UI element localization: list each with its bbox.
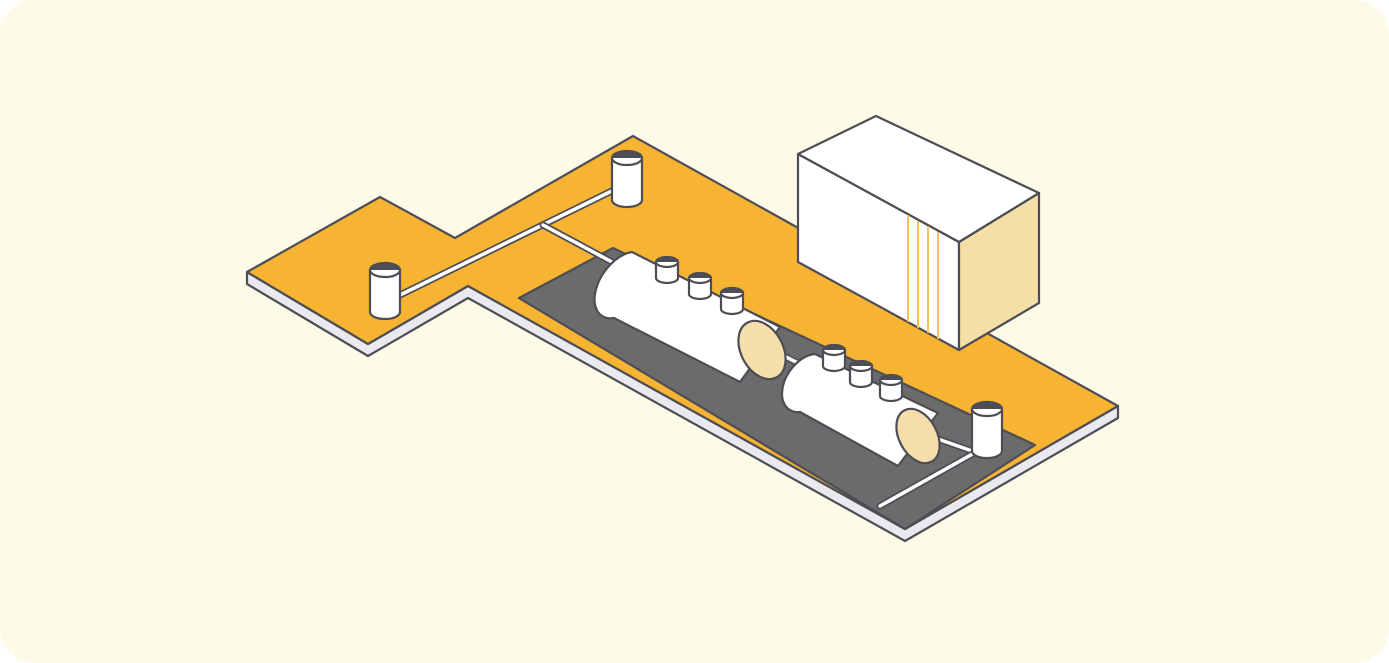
manhole-icon xyxy=(610,149,644,209)
tank-riser-icon xyxy=(719,286,745,316)
tank-riser-icon xyxy=(687,271,713,301)
manhole-icon xyxy=(368,261,402,321)
manhole-icon xyxy=(970,400,1004,460)
tank-riser-icon xyxy=(878,373,904,403)
tank-riser-icon xyxy=(848,359,874,389)
tank-riser-icon xyxy=(654,255,680,285)
tank-riser-icon xyxy=(821,343,847,373)
storage-tank-icon xyxy=(780,343,941,468)
storage-tank-icon xyxy=(593,250,787,384)
control-building-icon xyxy=(796,114,1041,352)
